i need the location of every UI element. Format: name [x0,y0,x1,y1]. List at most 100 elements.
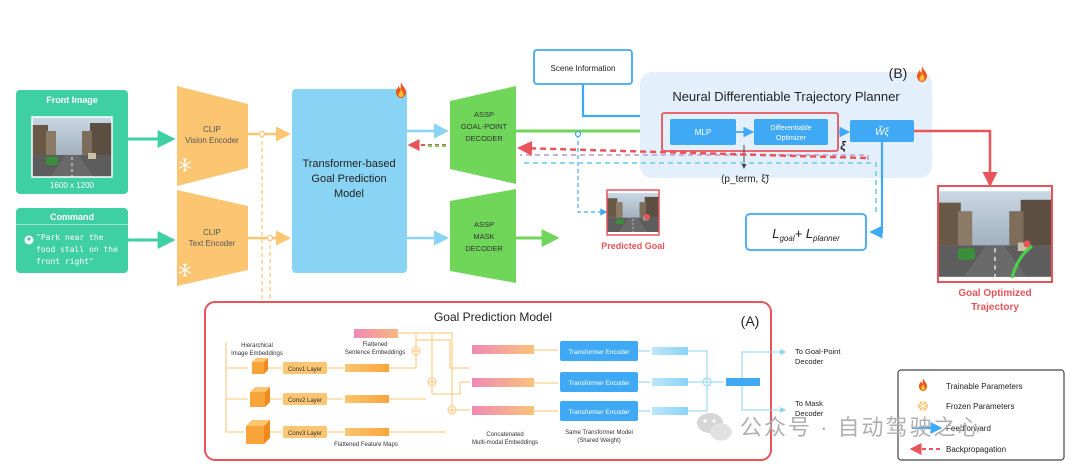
transformer-line1: Transformer-based [302,158,395,170]
assp-goal-line1: ASSP [474,110,494,119]
cube-3 [246,420,270,444]
conv-input-lines [225,342,282,433]
assp-mask-line3: DECODER [465,244,503,253]
encoder-to-gpm-dashes [261,134,271,328]
sentence-embedding-bar [354,329,398,338]
te-box-1 [560,341,638,361]
conv1-box [283,362,327,374]
predicted-goal-image [607,192,659,233]
goal-prediction-panel: Goal Prediction Model (A) Hierarchical I… [204,301,787,461]
cube-1 [252,358,268,374]
te-box-2 [560,372,638,392]
assp-goal-line3: DECODER [465,134,503,143]
transformer-line2: Goal Prediction [311,173,386,185]
te-out-bar-2 [652,378,688,386]
optimized-line2: Trajectory [971,302,1019,313]
conv3-box [283,426,327,438]
wxi-to-loss-arrow [869,142,884,239]
to-goal-line2: Decoder [795,357,824,366]
gpm-tag: (A) [741,313,760,329]
concat-bar-3 [472,406,534,415]
planner-title: Neural Differentiable Trajectory Planner [672,89,900,104]
te-label-1: Transformer Encoder [568,349,630,356]
predicted-goal-label: Predicted Goal [601,241,665,251]
command-card: Command [16,208,128,273]
conv2-box [283,393,327,405]
loss-sub-goal: goal [779,234,794,243]
assp-goal-decoder: ASSP GOAL-POINT DECODER [450,86,516,184]
front-image-card: Front Image 1600 x 1200 [16,90,128,194]
conv3-label: Conv3 Layer [288,431,322,437]
loss-L1: L [772,226,779,241]
clip-vision-line1: CLIP [203,125,221,134]
assp-mask-line1: ASSP [474,220,494,229]
cube-2 [250,387,270,407]
clip-text-line2: Text Encoder [189,239,236,248]
command-text-box: "Park near the food stall on the front r… [36,233,118,266]
front-image-title: Front Image [46,95,98,105]
concat-to-te-lines [534,349,558,412]
te-label-2: Transformer Encoder [568,380,630,387]
assp-mask-line2: MASK [473,232,494,241]
hier-line2: Image Embeddings [231,351,283,357]
conv-output-lines [327,367,343,433]
legend-frozen: Frozen Parameters [946,402,1014,411]
diff-optimizer-box [754,119,828,145]
flat-line2: Sentence Embeddings [345,350,405,356]
mlp-box [670,119,736,145]
planner-panel: Neural Differentiable Trajectory Planner… [640,65,932,185]
backprop-red-line [517,140,867,160]
assp-goal-line2: GOAL-POINT [461,122,508,131]
clip-text-encoder: CLIP Text Encoder [177,190,248,286]
same-line1: Same Transformer Model [565,430,633,436]
flat-map-1 [345,364,389,372]
legend: Trainable Parameters Frozen Parameters F… [897,369,1065,461]
assp-mask-decoder: ASSP MASK DECODER [450,189,516,283]
flat-maps-label: Flattened Feature Maps [334,442,398,448]
gpm-title: Goal Prediction Model [434,310,552,324]
planner-to-optimized-arrow [914,129,998,187]
scene-information-box: Scene Information [533,49,633,85]
te-out-lines [638,350,650,412]
legend-feedforward: Feedforward [946,424,991,433]
backprop-blue-line [520,162,877,212]
loss-label: Lgoal+ Lplanner [772,226,840,243]
scene-to-planner-arrow [581,84,661,123]
command-text: "Park near the food stall on the front r… [36,233,118,266]
te-label-3: Transformer Encoder [568,409,630,416]
concat-line2: Multi-modal Embeddings [472,440,538,446]
wechat-icon [697,413,732,441]
te-out-bar-3 [652,407,688,415]
merged-bar [726,378,760,386]
clip-text-line1: CLIP [203,228,221,237]
te-out-bar-1 [652,347,688,355]
to-goal-line1: To Goal-Point [795,347,841,356]
snowflake-icon [918,401,928,411]
fire-icon [396,82,406,98]
legend-trainable: Trainable Parameters [946,382,1023,391]
planner-tag: (B) [889,65,908,81]
watermark-text: 公众号 · 自动驾驶之心 [740,415,982,440]
backprop-lilac-line [520,154,869,160]
pin-icon [24,235,34,245]
flat-line1: Flattened [362,342,387,348]
flat-map-3 [345,428,389,436]
w-xi-box [850,120,914,142]
command-title: Command [50,212,94,222]
concat-lines [389,332,470,433]
loss-plus-L2: + L [795,226,813,241]
conv2-label: Conv2 Layer [288,398,322,404]
scene-information-label: Scene Information [551,64,616,73]
trajectory-path [1010,244,1033,279]
plus-signs [413,348,455,413]
w-xi-label: W̃ξ [875,125,889,138]
merge-lines [688,350,724,412]
to-mask-line1: To Mask [795,399,823,408]
conv1-label: Conv1 Layer [288,367,322,373]
transformer-line3: Model [334,188,364,200]
diff-opt-line1: Differentiable [770,125,811,132]
to-mask-line2: Decoder [795,409,824,418]
flat-map-2 [345,395,389,403]
to-decoder-lines [741,349,787,413]
